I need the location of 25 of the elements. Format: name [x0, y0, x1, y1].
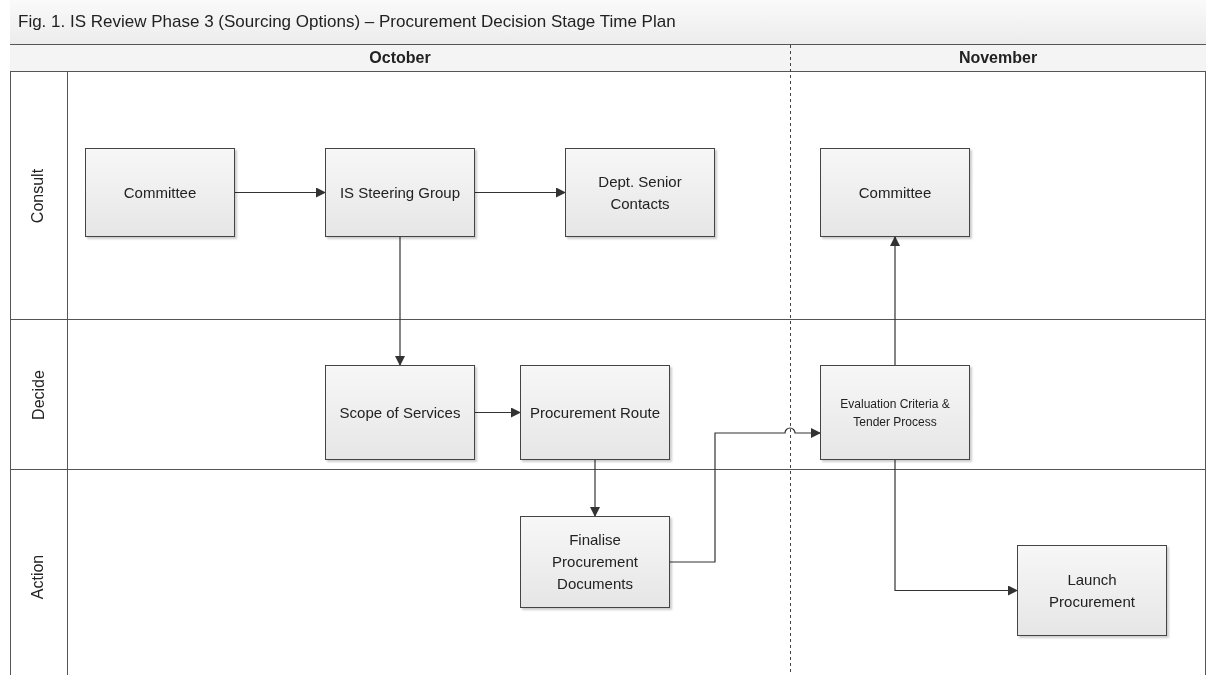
arrow: [474, 187, 566, 198]
arrow: [894, 459, 1018, 596]
process-box: Dept. Senior Contacts: [565, 148, 715, 237]
swimlane: [10, 72, 1206, 320]
process-box: Launch Procurement: [1017, 545, 1167, 636]
column-header: October: [10, 45, 790, 72]
process-box: Procurement Route: [520, 365, 670, 460]
process-box: Evaluation Criteria & Tender Process: [820, 365, 970, 460]
arrow: [669, 427, 821, 563]
lane-label: Decide: [28, 369, 48, 420]
lane-label: Action: [28, 554, 48, 600]
arrow: [474, 407, 521, 418]
arrow: [590, 459, 600, 517]
diagram-title: Fig. 1. IS Review Phase 3 (Sourcing Options) – Procurement Decision Stage Time Plan: [18, 11, 676, 34]
swimlane: [10, 320, 1206, 470]
process-box: Committee: [85, 148, 235, 237]
arrow: [890, 236, 900, 366]
arrow: [234, 187, 326, 198]
process-box: Scope of Services: [325, 365, 475, 460]
process-box: IS Steering Group: [325, 148, 475, 237]
lane-label: Consult: [28, 168, 48, 223]
process-box: Committee: [820, 148, 970, 237]
arrow: [395, 236, 405, 366]
process-box: Finalise Procurement Documents: [520, 516, 670, 608]
column-header: November: [790, 45, 1206, 72]
